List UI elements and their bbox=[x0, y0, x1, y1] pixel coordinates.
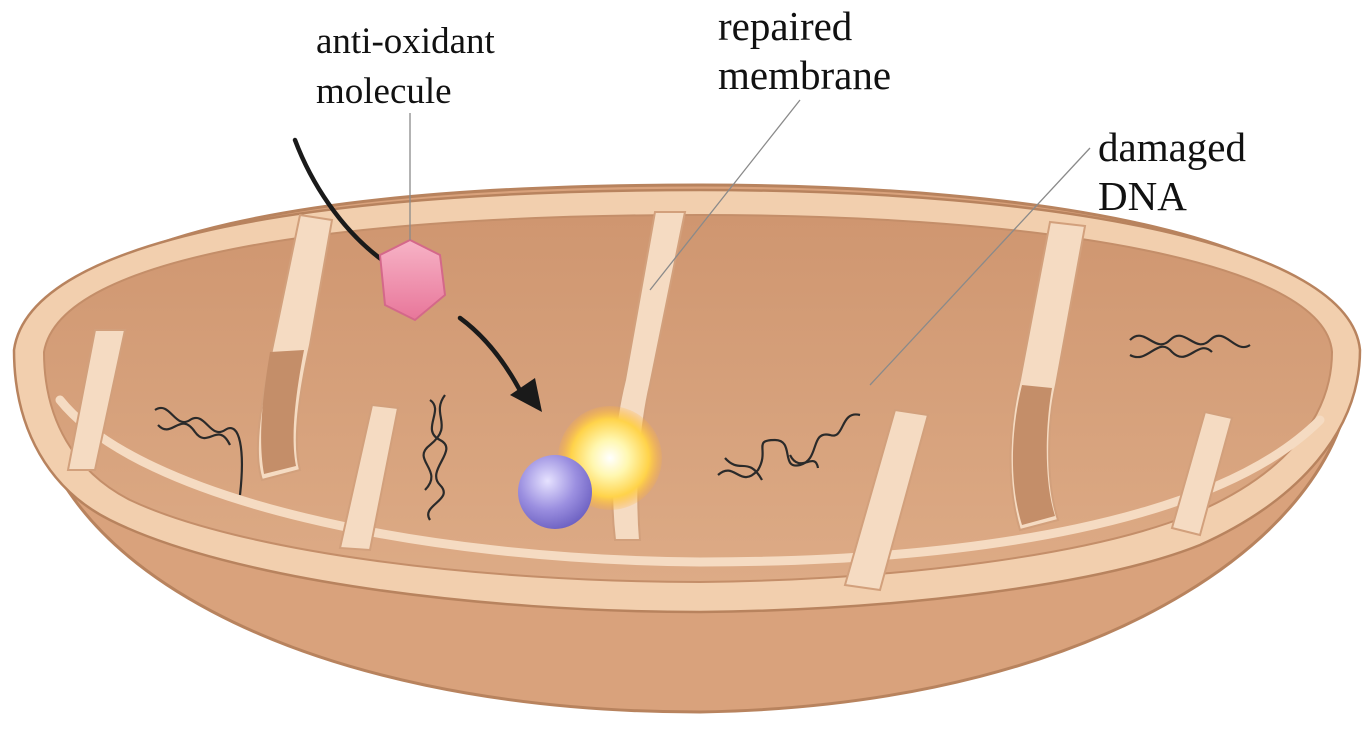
matrix bbox=[44, 215, 1332, 582]
label-damaged-dna: damaged DNA bbox=[1098, 123, 1246, 221]
label-membrane-line1: repaired bbox=[718, 2, 891, 51]
label-dna-line1: damaged bbox=[1098, 123, 1246, 172]
label-repaired-membrane: repaired membrane bbox=[718, 2, 891, 100]
label-dna-line2: DNA bbox=[1098, 172, 1246, 221]
label-antioxidant-molecule: anti-oxidant molecule bbox=[316, 17, 495, 117]
label-membrane-line2: membrane bbox=[718, 51, 891, 100]
free-radical bbox=[518, 455, 592, 529]
label-antioxidant-line1: anti-oxidant bbox=[316, 17, 495, 67]
label-antioxidant-line2: molecule bbox=[316, 67, 495, 117]
